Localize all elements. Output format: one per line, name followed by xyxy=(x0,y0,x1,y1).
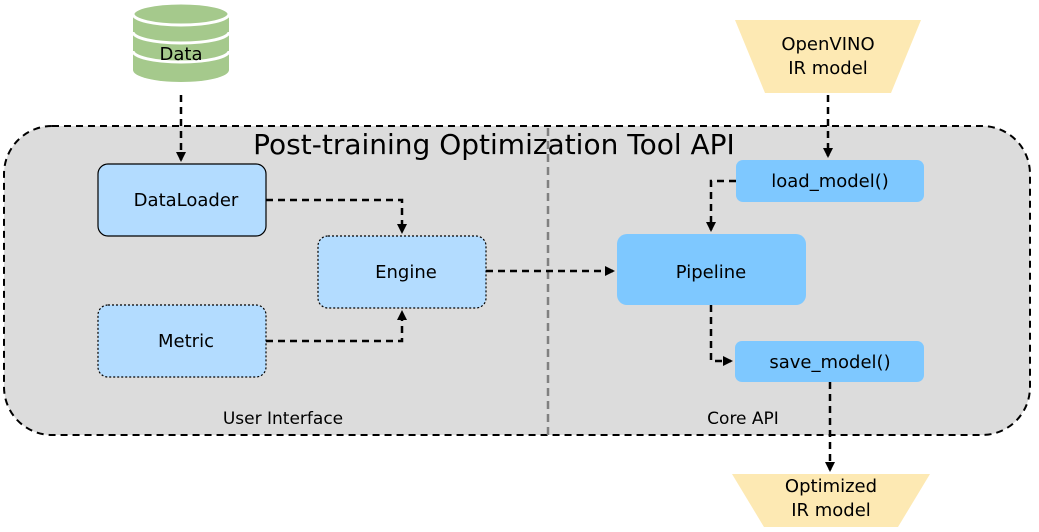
load-model-box xyxy=(736,160,924,202)
input-model-shape xyxy=(735,20,921,93)
save-model-label: save_model() xyxy=(769,352,890,373)
diagram-title: Post-training Optimization Tool API xyxy=(253,128,735,161)
arrow-pipeline-to-save-model xyxy=(709,305,733,366)
user-interface-label: User Interface xyxy=(223,409,343,429)
core-api-label: Core API xyxy=(707,409,779,429)
engine-label: Engine xyxy=(375,262,437,283)
arrow-metric-to-engine xyxy=(266,310,407,343)
pipeline-label: Pipeline xyxy=(676,262,746,283)
metric-label: Metric xyxy=(158,331,214,352)
arrow-load-model-to-pipeline xyxy=(706,179,736,232)
input-model-line2: IR model xyxy=(788,58,868,79)
output-model-shape xyxy=(732,474,930,527)
data-label: Data xyxy=(160,44,203,65)
save-model-box xyxy=(735,341,924,382)
arrow-dataloader-to-engine xyxy=(266,198,407,234)
dataloader-label: DataLoader xyxy=(134,190,239,211)
input-model-line1: OpenVINO xyxy=(781,34,874,55)
database-icon xyxy=(131,1,231,82)
output-model-line2: IR model xyxy=(791,500,871,521)
output-model-line1: Optimized xyxy=(785,476,877,497)
load-model-label: load_model() xyxy=(771,171,889,192)
pipeline-box xyxy=(617,234,806,305)
